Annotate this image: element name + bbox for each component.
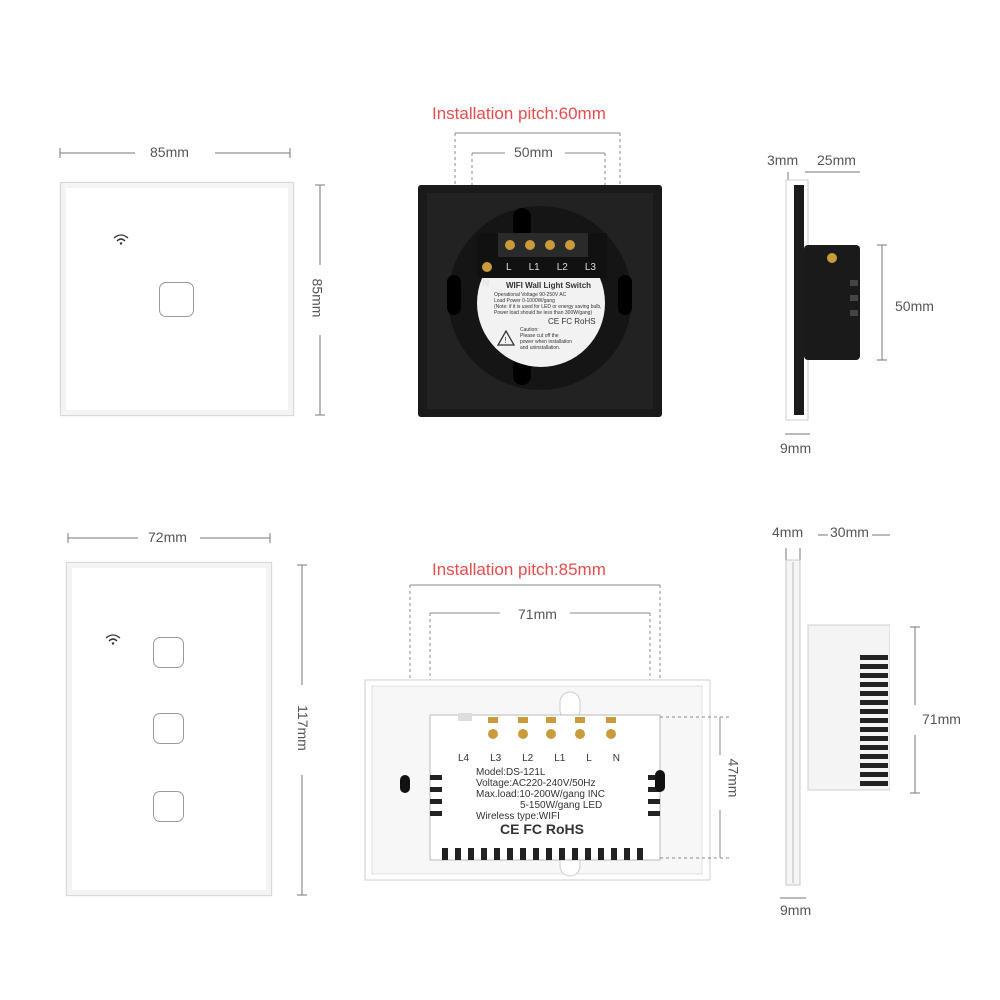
- top-side-depth: 25mm: [815, 152, 858, 168]
- terminal-label: L3: [584, 262, 596, 273]
- spec-line: Operational Voltage 90-250V AC: [494, 292, 567, 298]
- top-pitch-label: Installation pitch:60mm: [432, 104, 606, 123]
- bottom-front-width-label: 72mm: [146, 529, 189, 545]
- bottom-side-drawing: [780, 534, 890, 899]
- spec-line: Max.load:10-200W/gang INC: [476, 789, 605, 800]
- terminal-label: L: [586, 753, 592, 764]
- bottom-side-front-thickness: 4mm: [770, 524, 806, 540]
- caution-line: power when installation: [520, 339, 572, 345]
- top-spec-text: Operational Voltage 90-250V AC Load Powe…: [494, 292, 602, 316]
- bottom-terminal-labels: L4 L3 L2 L1 L N: [458, 753, 620, 764]
- spec-line: Wireless type:WIFI: [476, 811, 560, 822]
- bottom-side-height-line: [910, 626, 920, 794]
- wifi-icon: [105, 634, 121, 645]
- bottom-cert-marks: CE FC RoHS: [500, 821, 584, 837]
- bottom-side-plate-thickness: 9mm: [778, 902, 814, 918]
- product-title: WIFI Wall Light Switch: [506, 281, 592, 290]
- terminal-label: L4: [458, 753, 470, 764]
- spec-line: (Note: if it is used for LED or energy s…: [494, 304, 602, 310]
- top-terminal-labels: L L1 L2 L3: [506, 262, 596, 273]
- top-side-body-height: 50mm: [893, 298, 936, 314]
- bottom-side-body-height: 71mm: [920, 711, 963, 727]
- touch-button[interactable]: [153, 713, 184, 744]
- top-side-plate-thickness: 9mm: [778, 440, 814, 456]
- terminal-label: L: [506, 262, 512, 273]
- terminal-label: L2: [522, 753, 534, 764]
- terminal-label: L1: [528, 262, 540, 273]
- bottom-pitch-label: Installation pitch:85mm: [432, 560, 606, 579]
- bottom-front-panel: [66, 562, 272, 896]
- caution-line: and uninstallation.: [520, 345, 561, 351]
- top-back-inner-label: 50mm: [512, 144, 555, 160]
- bottom-spec-text: Model:DS-121L Voltage:AC220-240V/50Hz Ma…: [476, 767, 605, 822]
- bottom-front-height-label: 117mm: [294, 703, 311, 753]
- top-front-panel: [60, 182, 294, 416]
- spec-line: 5-150W/gang LED: [520, 800, 603, 811]
- spec-line: Power load should be less than 300W/gang…: [494, 310, 593, 316]
- spec-line: Model:DS-121L: [476, 767, 546, 778]
- top-front-height-label: 85mm: [309, 276, 326, 320]
- terminal-label: L1: [554, 753, 566, 764]
- caution-line: Caution:: [520, 327, 539, 333]
- terminal-label: N: [612, 753, 620, 764]
- bottom-back-height-label: 47mm: [725, 756, 742, 800]
- touch-button[interactable]: [153, 637, 184, 668]
- top-side-drawing: [785, 171, 887, 435]
- touch-button[interactable]: [153, 791, 184, 822]
- spec-line: Load Power 0-1000W/gang: [494, 298, 555, 304]
- top-side-front-thickness: 3mm: [765, 152, 801, 168]
- terminal-label: L3: [490, 753, 502, 764]
- caution-line: Please cut off the: [520, 333, 559, 339]
- neutral-terminal-label: N: [482, 278, 490, 289]
- svg-text:!: !: [504, 336, 506, 345]
- caution-triangle-icon: !: [497, 330, 515, 346]
- caution-text: Caution: Please cut off the power when i…: [520, 327, 572, 351]
- touch-button[interactable]: [159, 282, 194, 317]
- top-cert-marks: CE FC RoHS: [548, 317, 596, 326]
- top-back-drawing: [418, 132, 662, 417]
- wifi-icon: [113, 234, 129, 245]
- bottom-back-drawing: [364, 584, 730, 881]
- bottom-back-inner-label: 71mm: [516, 606, 559, 622]
- spec-line: Voltage:AC220-240V/50Hz: [476, 778, 596, 789]
- top-front-dimension-lines: [59, 148, 325, 416]
- top-front-width-label: 85mm: [148, 144, 191, 160]
- bottom-side-depth: 30mm: [828, 524, 871, 540]
- bottom-front-dimension-lines: [67, 533, 307, 896]
- terminal-label: L2: [556, 262, 568, 273]
